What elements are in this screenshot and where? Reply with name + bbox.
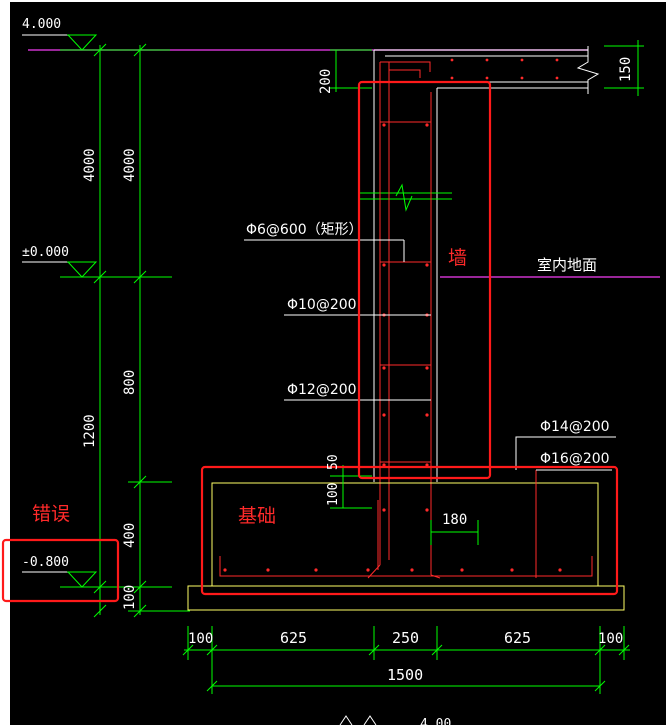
- dim-chain-outer: [93, 43, 107, 618]
- dim-slab: [330, 49, 372, 92]
- bottom-partial-marker: [339, 715, 377, 725]
- dim-seg-4: 625: [504, 629, 531, 647]
- dim-chain-inner: [128, 43, 190, 618]
- footing-top-rebar-label: Φ14@200: [540, 419, 610, 435]
- dim-seg-3: 250: [392, 629, 419, 647]
- wall-highlight-box: [357, 80, 492, 480]
- dim-seg-5: 100: [598, 631, 623, 647]
- dim-180-label: 180: [442, 512, 467, 528]
- footing-outline: [187, 482, 625, 611]
- elevation-top-label: 4.000: [22, 17, 61, 32]
- wall-vertical-rebar-label: Φ12@200: [287, 382, 357, 398]
- error-highlight-box: [1, 538, 120, 603]
- wall-break-symbol: [360, 183, 452, 212]
- elevation-marker-top: [22, 34, 170, 51]
- footing-bottom-rebar-label: Φ16@200: [540, 451, 610, 467]
- drawing-canvas: [10, 2, 666, 725]
- dim-inner-3: 400: [122, 523, 138, 548]
- indoor-floor-label: 室内地面: [537, 256, 597, 274]
- foundation-highlight-box: [200, 465, 619, 596]
- dim-footing-top: [330, 465, 372, 509]
- slab-break-symbol: [576, 46, 600, 94]
- elevation-ground-label: ±0.000: [22, 245, 69, 260]
- dim-outer-2: 1200: [82, 414, 98, 448]
- dim-total: 1500: [387, 666, 423, 684]
- footing-rebar-dots: [223, 508, 562, 572]
- dim-chain-bottom: [182, 626, 630, 694]
- dim-seg-2: 625: [280, 629, 307, 647]
- wall-rebar: [367, 61, 441, 579]
- dim-slab-label: 200: [318, 69, 334, 94]
- dim-footing-inset-label: 100: [326, 483, 341, 506]
- foundation-annotation: 基础: [238, 505, 276, 527]
- wall-rebar-dots: [382, 58, 559, 467]
- footing-rebar: [219, 470, 593, 578]
- elevation-marker-ground: [22, 261, 172, 278]
- dim-seg-1: 100: [188, 631, 213, 647]
- dim-inner-2: 800: [122, 370, 138, 395]
- dim-inner-1: 4000: [122, 148, 138, 182]
- wall-horizontal-rebar-label: Φ10@200: [287, 297, 357, 313]
- wall-annotation: 墙: [448, 247, 467, 269]
- dim-outer-3: 100: [122, 585, 138, 610]
- error-annotation: 错误: [32, 503, 70, 525]
- dim-180: [430, 520, 479, 545]
- bottom-partial-label: 4.00: [420, 717, 451, 725]
- elevation-bottom-label: -0.800: [22, 555, 69, 570]
- dim-top-footing-label: 50: [326, 454, 341, 470]
- leader-lines: [244, 239, 616, 482]
- dim-outer-1: 4000: [82, 148, 98, 182]
- elevation-marker-bottom: [22, 571, 172, 588]
- dim-slab-right: [604, 40, 644, 96]
- stirrup-label: Φ6@600（矩形）: [246, 222, 363, 238]
- dim-slab-right-label: 150: [618, 57, 634, 82]
